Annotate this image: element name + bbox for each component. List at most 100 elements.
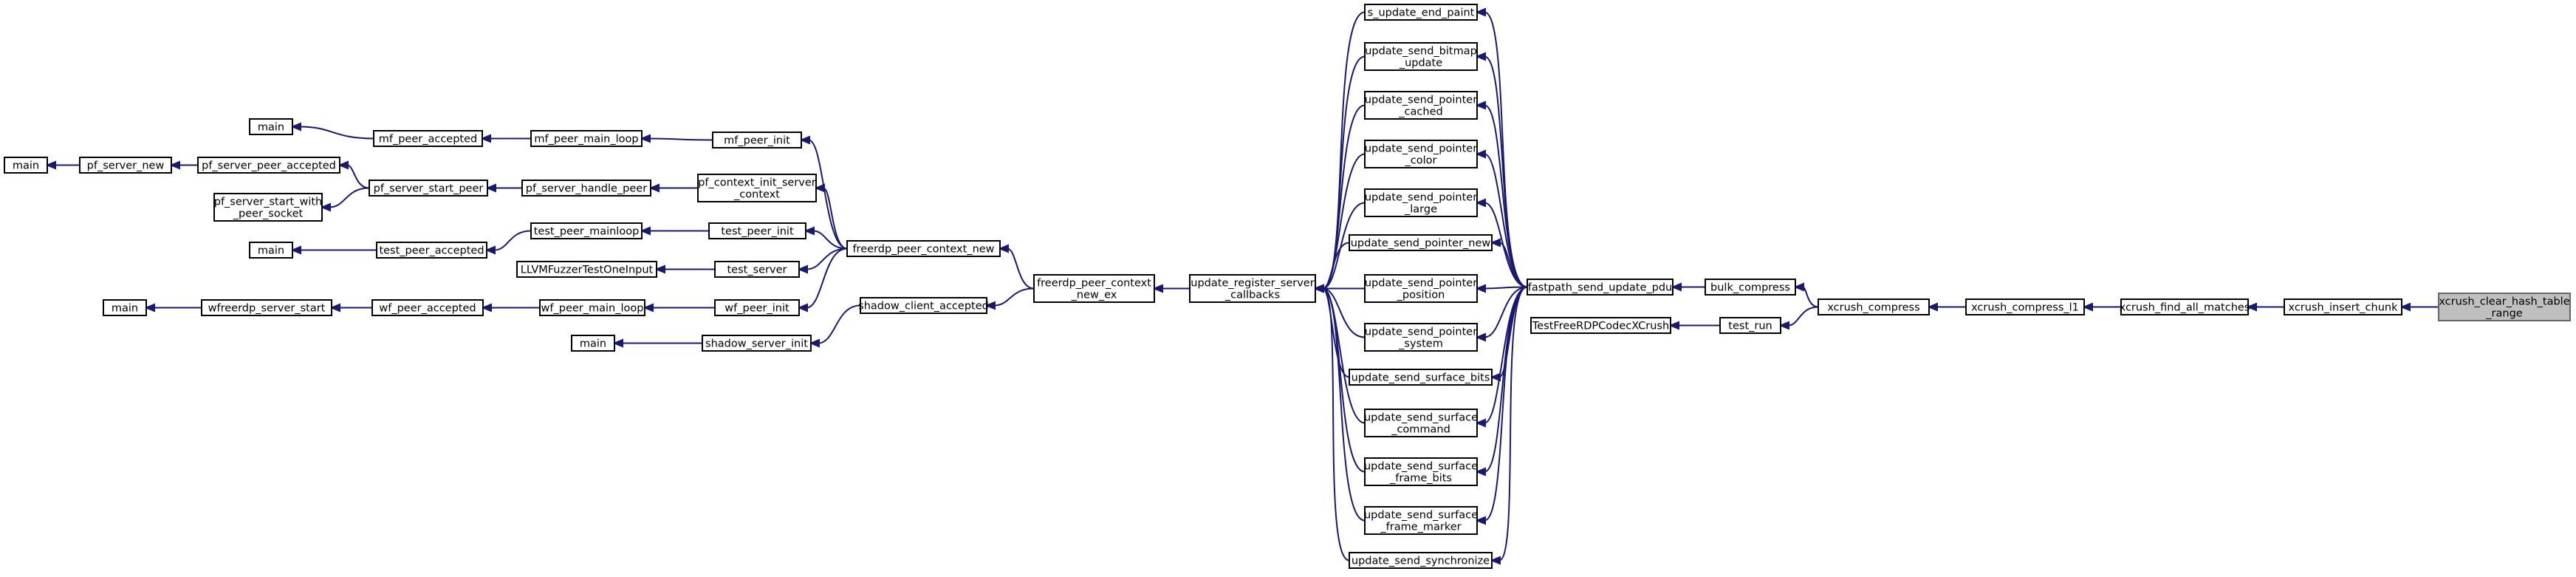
- node-pf-ctx[interactable]: pf_context_init_server_context: [697, 174, 817, 202]
- node-main-pf[interactable]: main: [4, 157, 48, 174]
- node-tp-acc[interactable]: test_peer_accepted: [376, 242, 487, 259]
- edge-main-pf-to-pf-new: [45, 160, 80, 170]
- node-u-ptr-cached[interactable]: update_send_pointer_cached: [1364, 91, 1478, 120]
- edge-arrowhead: [45, 160, 56, 170]
- node-u-ptr-large[interactable]: update_send_pointer_large: [1364, 188, 1478, 217]
- edge-line: [1498, 286, 1528, 561]
- node-pf-start[interactable]: pf_server_start_peer: [369, 180, 488, 197]
- edge-arrowhead: [320, 202, 331, 212]
- node-u-surf-fmark[interactable]: update_send_surface_frame_marker: [1364, 506, 1478, 535]
- node-u-end-paint[interactable]: s_update_end_paint: [1364, 4, 1478, 21]
- node-xc-l1[interactable]: xcrush_compress_l1: [1965, 298, 2085, 315]
- node-label: LLVMFuzzerTestOneInput: [521, 264, 654, 276]
- edge-t-server-to-fpc-new: [797, 247, 848, 274]
- node-label: xcrush_insert_chunk: [2289, 302, 2399, 314]
- edge-line: [299, 126, 374, 140]
- node-wfr-start[interactable]: wfreerdp_server_start: [201, 299, 332, 316]
- node-u-sync[interactable]: update_send_synchronize: [1349, 552, 1493, 569]
- edge-pf-acc-to-pf-start: [338, 160, 370, 189]
- node-u-surf-bits[interactable]: update_send_surface_bits: [1349, 369, 1493, 386]
- edge-arrowhead: [1475, 516, 1486, 525]
- node-main-mf[interactable]: main: [249, 118, 293, 135]
- node-u-surf-fbits[interactable]: update_send_surface_frame_bits: [1364, 457, 1478, 486]
- node-label: _cached: [1398, 106, 1442, 118]
- node-pf-new[interactable]: pf_server_new: [79, 157, 172, 174]
- edge-pf-handle-to-pf-ctx: [648, 183, 699, 193]
- node-test-run[interactable]: test_run: [1719, 317, 1781, 334]
- node-u-surf-cmd[interactable]: update_send_surface_command: [1364, 409, 1478, 437]
- node-box: [1349, 369, 1493, 386]
- edge-mf-loop-to-mf-init: [640, 134, 713, 143]
- node-xc-insert[interactable]: xcrush_insert_chunk: [2284, 298, 2402, 315]
- node-u-reg[interactable]: update_register_server_callbacks: [1189, 274, 1316, 303]
- node-label: update_send_bitmap: [1365, 46, 1477, 58]
- edge-arrowhead: [1668, 321, 1679, 330]
- edge-line: [1322, 287, 1350, 561]
- node-u-ptr-pos[interactable]: update_send_pointer_position: [1364, 274, 1478, 303]
- node-mf-init[interactable]: mf_peer_init: [712, 132, 802, 148]
- node-wf-acc[interactable]: wf_peer_accepted: [371, 299, 484, 316]
- node-mf-loop[interactable]: mf_peer_main_loop: [530, 130, 643, 147]
- node-u-bitmap[interactable]: update_send_bitmap_update: [1364, 42, 1478, 71]
- node-pf-acc[interactable]: pf_server_peer_accepted: [197, 157, 340, 174]
- node-box: [1530, 317, 1671, 334]
- node-t-server[interactable]: test_server: [714, 261, 800, 278]
- node-label: TestFreeRDPCodecXCrush: [1532, 321, 1669, 332]
- edge-main-mf-to-mf-acc: [290, 122, 374, 140]
- edge-arrowhead: [799, 135, 810, 145]
- node-wf-init[interactable]: wf_peer_init: [714, 299, 800, 316]
- edge-line: [823, 187, 848, 250]
- edge-arrowhead: [290, 245, 301, 255]
- edge-line: [1484, 286, 1528, 522]
- node-fpc-new[interactable]: freerdp_peer_context_new: [846, 240, 1001, 257]
- node-llvm[interactable]: LLVMFuzzerTestOneInput: [516, 261, 657, 278]
- node-label: freerdp_peer_context: [1037, 278, 1151, 290]
- node-label: _frame_bits: [1389, 473, 1452, 485]
- node-label: update_send_surface: [1364, 461, 1478, 473]
- node-box: [1364, 42, 1478, 71]
- node-box: [1364, 323, 1478, 352]
- node-bulk[interactable]: bulk_compress: [1705, 279, 1796, 296]
- node-main-shadow[interactable]: main: [571, 335, 615, 352]
- node-box: [1527, 279, 1674, 296]
- edge-arrowhead: [984, 301, 996, 310]
- node-pf-start-sock[interactable]: pf_server_start_with_peer_socket: [213, 193, 323, 222]
- node-u-ptr-color[interactable]: update_send_pointer_color: [1364, 140, 1478, 168]
- node-xc-comp[interactable]: xcrush_compress: [1818, 298, 1930, 315]
- node-box: [1364, 4, 1478, 21]
- node-main-tp[interactable]: main: [249, 242, 293, 259]
- node-label: mf_peer_accepted: [379, 134, 478, 146]
- node-xc-find[interactable]: xcrush_find_all_matches: [2120, 298, 2250, 315]
- edge-u-ptr-sys-to-fp-send: [1475, 286, 1528, 342]
- node-shadow-acc[interactable]: shadow_client_accepted: [858, 297, 989, 314]
- node-box: [1364, 409, 1478, 437]
- edge-arrowhead: [1490, 238, 1501, 247]
- edge-arrowhead: [654, 264, 665, 274]
- node-main-wf[interactable]: main: [103, 299, 147, 316]
- node-u-ptr-new[interactable]: update_send_pointer_new: [1349, 234, 1493, 251]
- edge-mf-acc-to-mf-loop: [480, 134, 531, 143]
- node-tp-loop[interactable]: test_peer_mainloop: [530, 222, 643, 239]
- node-label: pf_server_peer_accepted: [202, 160, 336, 172]
- node-fp-send[interactable]: fastpath_send_update_pdu: [1527, 279, 1674, 296]
- node-tp-init[interactable]: test_peer_init: [708, 222, 806, 239]
- node-mf-acc[interactable]: mf_peer_accepted: [373, 130, 483, 147]
- edge-line: [1484, 153, 1528, 288]
- node-shadow-init[interactable]: shadow_server_init: [702, 335, 812, 352]
- edge-arrowhead: [809, 338, 820, 348]
- edge-arrowhead: [1490, 556, 1501, 565]
- node-fpc-new-ex[interactable]: freerdp_peer_context_new_ex: [1033, 274, 1155, 303]
- node-pf-handle[interactable]: pf_server_handle_peer: [521, 180, 651, 197]
- node-test-free[interactable]: TestFreeRDPCodecXCrush: [1530, 317, 1671, 334]
- node-xc-clear[interactable]: xcrush_clear_hash_table_range: [2438, 293, 2571, 321]
- edge-arrowhead: [1793, 282, 1804, 292]
- node-label: bulk_compress: [1710, 282, 1790, 294]
- node-u-ptr-sys[interactable]: update_send_pointer_system: [1364, 323, 1478, 352]
- edge-arrowhead: [1475, 418, 1486, 428]
- edge-pf-new-to-pf-acc: [169, 160, 198, 170]
- node-label: fastpath_send_update_pdu: [1528, 282, 1673, 294]
- node-box: [2284, 298, 2402, 315]
- edge-pf-ctx-to-fpc-new: [814, 183, 848, 250]
- node-wf-loop[interactable]: wf_peer_main_loop: [539, 299, 645, 316]
- edge-line: [1322, 287, 1366, 338]
